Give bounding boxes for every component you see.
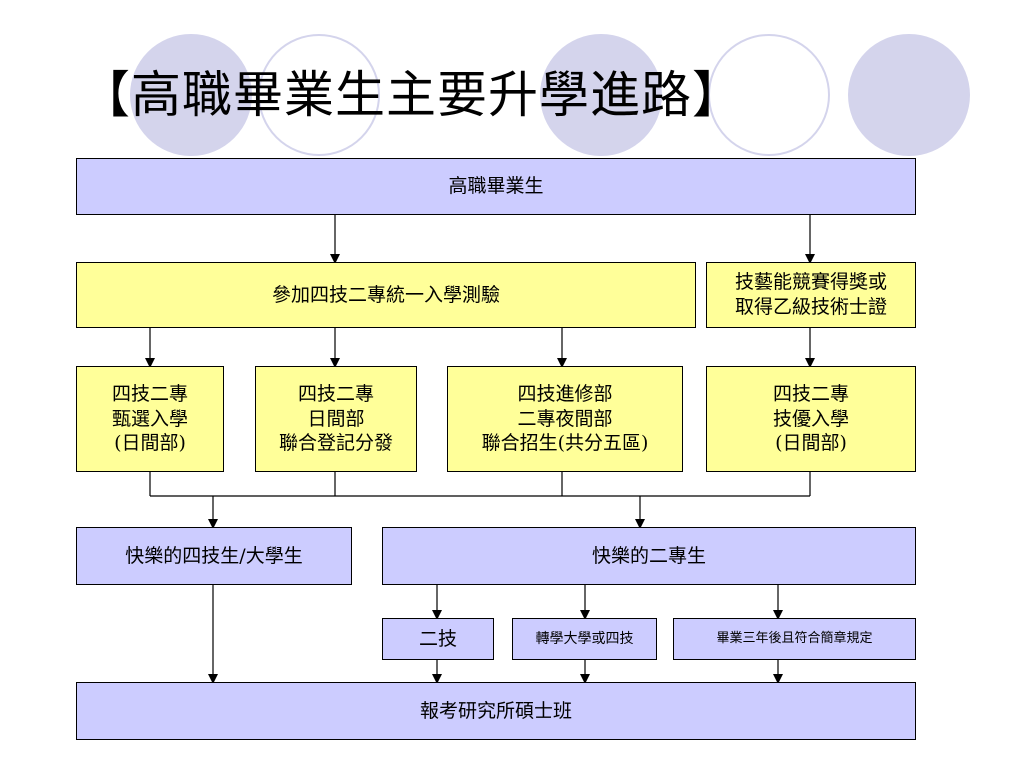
page-title: 【高職畢業生主要升學進路】 [80,66,743,124]
decorative-circle [708,34,830,156]
node-joint-registration: 四技二專 日間部 聯合登記分發 [255,366,417,472]
decorative-circle [130,34,252,156]
decorative-circle [848,34,970,156]
node-merit-admission: 四技二專 技優入學 (日間部) [706,366,916,472]
node-continuing-education: 四技進修部 二專夜間部 聯合招生(共分五區) [447,366,683,472]
node-junior-college-student: 快樂的二專生 [382,527,916,585]
node-univ-student: 快樂的四技生/大學生 [76,527,352,585]
node-three-years: 畢業三年後且符合簡章規定 [673,618,916,660]
node-two-year-tech: 二技 [382,618,494,660]
node-transfer: 轉學大學或四技 [512,618,657,660]
node-graduate: 高職畢業生 [76,158,916,215]
decorative-circle [540,34,662,156]
node-skills-award: 技藝能競賽得獎或 取得乙級技術士證 [706,262,916,328]
node-grad-exam: 報考研究所碩士班 [76,682,916,740]
node-selection-admission: 四技二專 甄選入學 (日間部) [76,366,224,472]
node-unified-exam: 參加四技二專統一入學測驗 [76,262,696,328]
decorative-circle [258,34,380,156]
